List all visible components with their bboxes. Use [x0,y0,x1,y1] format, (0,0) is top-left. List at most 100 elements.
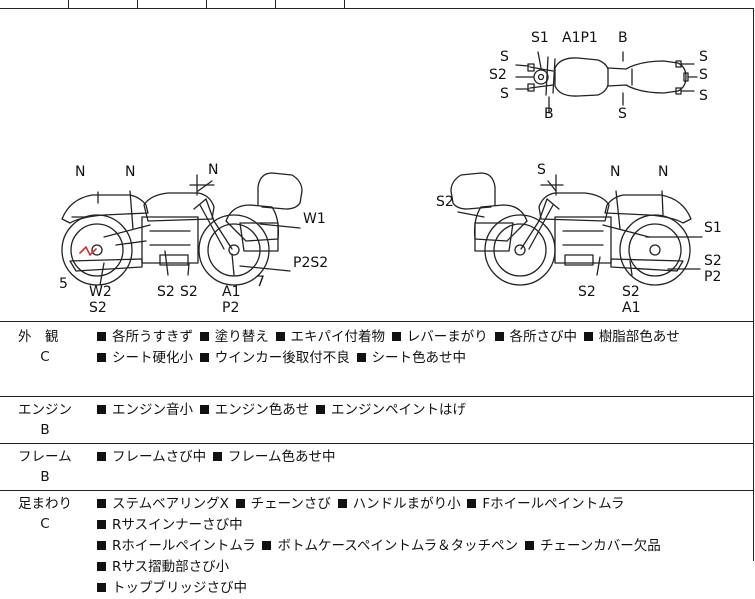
top-view-label: S [699,88,708,104]
row-description: フレームさび中 フレーム色あせ中 [97,447,749,468]
condition-item: チェーンさび [235,496,331,512]
category-grade: C [40,349,50,365]
top-cell [0,0,69,8]
left-view-label: P2S2 [293,255,329,271]
condition-text: エンジン色あせ [214,402,310,418]
condition-line: エンジン音小 エンジン色あせ エンジンペイントはげ [97,400,749,421]
right-view-label: S2 [578,284,596,300]
top-view-label: S [699,49,708,65]
condition-item: ステムベアリングX [97,496,229,512]
left-side-motorcycle [61,172,303,286]
bullet-square-icon [199,332,209,341]
condition-text: 各所うすきず [112,329,193,345]
condition-line: フレームさび中 フレーム色あせ中 [97,447,749,468]
condition-item: Rサスインナーさび中 [97,517,243,533]
condition-text: フレーム色あせ中 [227,449,336,465]
condition-text: 樹脂部色あせ [598,329,680,345]
right-view-label: S2 [704,253,722,269]
condition-item: 各所うすきず [97,329,193,345]
bullet-square-icon [262,541,272,550]
condition-row-frame: フレーム B フレームさび中 フレーム色あせ中 [0,444,754,491]
row-category: 足まわり C [0,494,90,534]
top-view-label: S2 [489,67,507,83]
category-name: フレーム [18,449,72,465]
row-category: 外 観 C [0,327,90,367]
row-description: 各所うすきず 塗り替え エキパイ付着物 レバーまがり 各所さび中 樹脂部色あせシ… [97,327,749,369]
top-view-label: S [699,67,708,83]
bullet-square-icon [97,499,106,508]
category-name: 足まわり [18,496,72,512]
condition-item: フレーム色あせ中 [212,449,336,465]
category-name: エンジン [18,402,72,418]
condition-text: ボトムケースペイントムラ＆タッチペン [277,538,519,554]
top-cell [207,0,276,8]
condition-item: エンジン色あせ [199,402,310,418]
condition-item: レバーまがり [391,329,488,345]
condition-item: フレームさび中 [97,449,206,465]
condition-text: レバーまがり [406,329,488,345]
bullet-square-icon [97,520,106,529]
bullet-square-icon [97,541,106,550]
condition-text: トップブリッジさび中 [112,580,247,596]
condition-item: シート硬化小 [97,350,193,366]
condition-text: シート硬化小 [112,350,193,366]
condition-text: フレームさび中 [112,449,207,465]
left-view-label: W2 [89,284,112,300]
bullet-square-icon [524,541,534,550]
bullet-square-icon [316,405,325,414]
condition-row-engine: エンジン B エンジン音小 エンジン色あせ エンジンペイントはげ [0,397,754,444]
bullet-square-icon [391,332,401,341]
condition-text: ウインカー後取付不良 [214,350,350,366]
category-name: 外 観 [18,329,59,345]
condition-text: Rホイールペイントムラ [112,538,256,554]
bullet-square-icon [235,499,245,508]
bullet-square-icon [583,332,593,341]
condition-text: ステムベアリングX [112,496,229,512]
left-view-label: S2 [89,300,107,316]
condition-item: シート色あせ中 [356,350,466,366]
bullet-square-icon [467,499,477,508]
right-view-label: N [610,164,621,180]
bullet-square-icon [97,583,106,592]
motorcycle-damage-diagram: S1 A1P1 B S S2 S B S S S S N N N W1 P2S2… [0,9,754,322]
right-view-label: S1 [704,220,722,236]
row-description: ステムベアリングX チェーンさび ハンドルまがり小 Fホイールペイントムラ Rサ… [97,494,749,599]
bullet-square-icon [97,353,106,362]
condition-line: Rホイールペイントムラ ボトムケースペイントムラ＆タッチペン チェーンカバー欠品… [97,536,749,578]
condition-text: エンジンペイントはげ [331,402,466,418]
top-cell [276,0,345,8]
left-view-label: P2 [222,300,240,316]
bullet-square-icon [199,405,209,414]
condition-item: Fホイールペイントムラ [467,496,625,512]
condition-item: エキパイ付着物 [275,329,385,345]
bullet-square-icon [212,452,222,461]
right-view-label: S2 [622,284,640,300]
condition-text: チェーンさび [250,496,331,512]
condition-text: Fホイールペイントムラ [482,496,625,512]
condition-item: ハンドルまがり小 [337,496,461,512]
bullet-square-icon [494,332,504,341]
condition-text: ハンドルまがり小 [352,496,461,512]
condition-line: ステムベアリングX チェーンさび ハンドルまがり小 Fホイールペイントムラ Rサ… [97,494,749,536]
top-table-edge [0,0,755,8]
right-view-label: P2 [704,269,722,285]
left-view-label: 5 [59,276,68,292]
condition-item: 樹脂部色あせ [583,329,680,345]
left-view-label: 7 [256,274,265,290]
bullet-square-icon [199,353,209,362]
top-view-motorcycle [515,51,698,114]
sheet-frame [0,8,754,561]
condition-text: Rサスインナーさび中 [112,517,243,533]
condition-item: Rサス摺動部さび小 [97,559,229,575]
condition-line: トップブリッジさび中 [97,578,749,599]
condition-item: 塗り替え [199,329,269,345]
condition-item: チェーンカバー欠品 [524,538,661,554]
motorcycle-drawings [61,51,703,286]
left-view-label: S2 [180,284,198,300]
condition-row-exterior: 外 観 C 各所うすきず 塗り替え エキパイ付着物 レバーまがり 各所さび中 樹… [0,322,754,397]
top-view-label: S [500,86,509,102]
condition-item: エンジンペイントはげ [316,402,466,418]
right-view-label: A1 [622,300,641,316]
right-view-label: S [537,162,546,178]
